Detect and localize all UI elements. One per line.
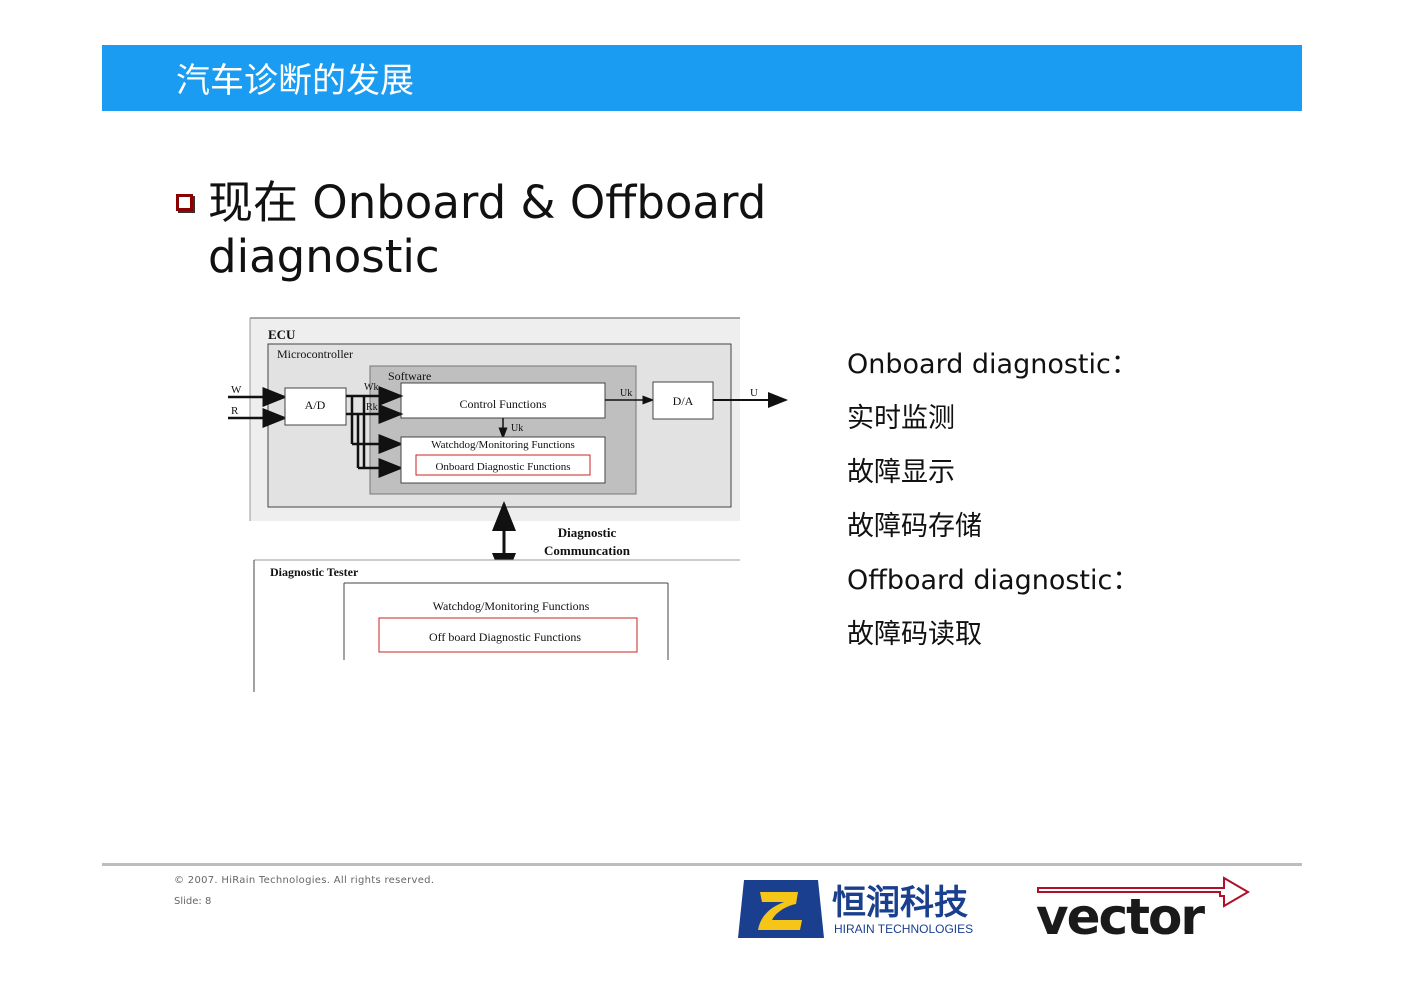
ad-box bbox=[284, 387, 347, 426]
vector-text: vector bbox=[1036, 888, 1205, 940]
list-item: 实时监测 bbox=[847, 403, 955, 434]
title-bar: 汽车诊断的发展 bbox=[102, 45, 1302, 111]
list-item: 故障码读取 bbox=[847, 619, 982, 650]
list-item: 故障显示 bbox=[847, 457, 955, 488]
heading-line-2: diagnostic bbox=[208, 230, 440, 283]
uk-right-label: Uk bbox=[620, 388, 632, 399]
hirain-cn-text: 恒润科技 bbox=[832, 883, 968, 923]
diag-comm-line1: Diagnostic bbox=[558, 525, 617, 540]
hirain-en-text: HIRAIN TECHNOLOGIES bbox=[834, 922, 973, 936]
hirain-logo: 恒润科技 HIRAIN TECHNOLOGIES bbox=[738, 880, 973, 938]
software-label: Software bbox=[388, 369, 431, 383]
microcontroller-label: Microcontroller bbox=[277, 347, 353, 361]
control-functions-label: Control Functions bbox=[459, 397, 546, 411]
bullet-square-icon bbox=[176, 194, 193, 211]
onboard-diag-box bbox=[415, 454, 591, 476]
ad-label: A/D bbox=[305, 398, 326, 412]
vector-logo: vector bbox=[1036, 876, 1250, 940]
watchdog-tester-label: Watchdog/Monitoring Functions bbox=[433, 599, 590, 613]
list-item: Onboard diagnostic： bbox=[847, 349, 1138, 380]
feature-list: Onboard diagnostic： 实时监测 故障显示 故障码存储 Offb… bbox=[847, 338, 1287, 662]
da-label: D/A bbox=[673, 394, 694, 408]
heading-line-1: 现在 Onboard & Offboard bbox=[208, 176, 767, 229]
onboard-diag-label: Onboard Diagnostic Functions bbox=[435, 461, 570, 473]
vector-arrow-icon bbox=[1037, 876, 1250, 908]
ecu-label: ECU bbox=[268, 327, 296, 342]
da-box bbox=[652, 381, 714, 420]
input-r-label: R bbox=[231, 405, 239, 417]
main-heading: 现在 Onboard & Offboard diagnostic bbox=[208, 176, 848, 284]
wk-label: Wk bbox=[364, 382, 378, 393]
list-item: 故障码存储 bbox=[847, 511, 982, 542]
offboard-diag-label: Off board Diagnostic Functions bbox=[429, 630, 581, 644]
copyright-text: © 2007. HiRain Technologies. All rights … bbox=[174, 875, 435, 886]
input-w-label: W bbox=[231, 384, 242, 396]
page-title: 汽车诊断的发展 bbox=[176, 61, 414, 101]
hirain-emblem-stroke-icon bbox=[758, 892, 802, 930]
diagnostic-diagram: ECU Microcontroller Software W R A/D Wk … bbox=[228, 317, 788, 692]
rk-label: Rk bbox=[366, 402, 378, 413]
uk-below-label: Uk bbox=[511, 423, 523, 434]
output-u-label: U bbox=[750, 387, 758, 399]
list-item: Offboard diagnostic： bbox=[847, 565, 1140, 596]
diag-comm-line2: Communcation bbox=[544, 543, 631, 558]
watchdog-ecu-label: Watchdog/Monitoring Functions bbox=[431, 439, 575, 451]
tester-label: Diagnostic Tester bbox=[270, 565, 359, 579]
offboard-diag-box bbox=[378, 617, 638, 653]
footer-divider bbox=[102, 863, 1302, 866]
slide-number: Slide: 8 bbox=[174, 896, 212, 907]
